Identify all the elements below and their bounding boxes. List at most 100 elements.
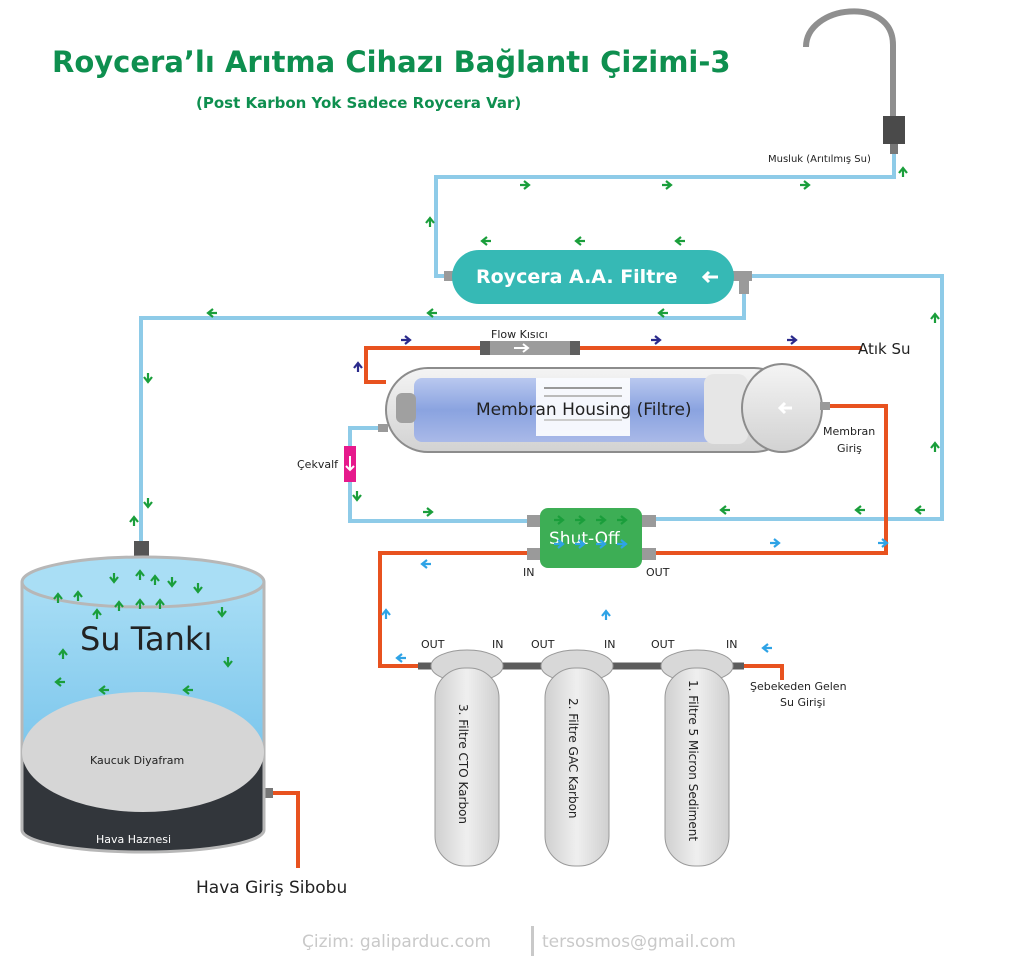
- flow-arrow-icon: [353, 361, 363, 372]
- flow-arrow-icon: [420, 559, 431, 569]
- filter-2-in-label: IN: [604, 638, 615, 651]
- flow-arrow-icon: [352, 491, 362, 502]
- footer-left: Çizim: galiparduc.com: [302, 932, 491, 952]
- filter-2-housing: [540, 649, 614, 867]
- clean-water-pipes: [139, 154, 944, 545]
- filter-3-label: 3. Filtre CTO Karbon: [456, 704, 470, 824]
- flow-arrow-icon: [114, 600, 124, 611]
- faucet-label: Musluk (Arıtılmış Su): [768, 154, 871, 165]
- shutoff-out-label: OUT: [646, 566, 670, 579]
- flow-arrow-icon: [182, 685, 193, 695]
- flow-arrow-icon: [58, 648, 68, 659]
- flow-arrow-icon: [930, 312, 940, 323]
- air-chamber-label: Hava Haznesi: [96, 833, 171, 846]
- flow-arrow-icon: [135, 598, 145, 609]
- flow-restrictor: [480, 341, 580, 355]
- flow-arrow-icon: [193, 583, 203, 594]
- check-valve: [344, 446, 356, 482]
- flow-arrow-icon: [575, 515, 586, 525]
- flow-arrow-icon: [596, 539, 607, 549]
- filter-1-in-label: IN: [726, 638, 737, 651]
- flow-arrow-icon: [480, 236, 491, 246]
- flow-arrow-icon: [520, 180, 531, 190]
- filter-2-out-label: OUT: [531, 638, 555, 651]
- flow-restrictor-label: Flow Kısıcı: [491, 328, 548, 341]
- footer-right: tersosmos@gmail.com: [542, 932, 736, 952]
- flow-arrow-icon: [73, 590, 83, 601]
- flow-arrow-icon: [135, 569, 145, 580]
- flow-arrow-icon: [787, 335, 798, 345]
- flow-arrow-icon: [674, 236, 685, 246]
- membrane-inlet-label-1: Membran: [823, 425, 875, 438]
- flow-arrow-icon: [217, 607, 227, 618]
- flow-arrow-icon: [381, 608, 391, 619]
- flow-arrow-icon: [854, 505, 865, 515]
- roycera-label: Roycera A.A. Filtre: [476, 266, 678, 288]
- flow-arrow-icon: [54, 677, 65, 687]
- air-valve-label: Hava Giriş Sibobu: [196, 878, 347, 898]
- flow-arrow-icon: [53, 592, 63, 603]
- flow-arrow-icon: [761, 643, 772, 653]
- flow-arrow-icon: [155, 598, 165, 609]
- tank-label: Su Tankı: [80, 620, 212, 658]
- flow-arrow-icon: [150, 574, 160, 585]
- mains-label-1: Şebekeden Gelen: [750, 680, 847, 693]
- diaphragm-label: Kaucuk Diyafram: [90, 754, 184, 767]
- flow-arrow-icon: [662, 180, 673, 190]
- page-subtitle: (Post Karbon Yok Sadece Roycera Var): [196, 94, 521, 112]
- flow-arrow-icon: [206, 308, 217, 318]
- membrane-label: Membran Housing (Filtre): [476, 400, 692, 420]
- flow-arrow-icon: [575, 539, 586, 549]
- footer-divider: [531, 926, 534, 956]
- check-valve-label: Çekvalf: [297, 458, 339, 471]
- flow-arrow-icon: [395, 653, 406, 663]
- flow-arrow-icon: [800, 180, 811, 190]
- flow-arrow-icon: [129, 515, 139, 526]
- flow-arrow-icon: [426, 308, 437, 318]
- shutoff-valve: [527, 508, 656, 568]
- arrow-left-icon: [701, 270, 718, 284]
- flow-arrow-icon: [601, 609, 611, 620]
- arrow-left-icon: [777, 401, 792, 415]
- flow-arrow-icon: [554, 539, 565, 549]
- flow-arrow-icon: [617, 539, 628, 549]
- membrane-housing: [378, 363, 830, 453]
- membrane-inlet-label-2: Giriş: [837, 442, 862, 455]
- raw-water-pipes: [272, 346, 888, 868]
- flow-arrow-icon: [898, 166, 908, 177]
- flow-arrows: [53, 166, 940, 695]
- flow-arrow-icon: [425, 216, 435, 227]
- roycera-filter: [444, 250, 752, 304]
- filter-1-label: 1. Filtre 5 Micron Sediment: [686, 680, 700, 841]
- filter-1-housing: [660, 649, 734, 867]
- filter-2-label: 2. Filtre GAC Karbon: [566, 698, 580, 819]
- flow-arrow-icon: [651, 335, 662, 345]
- filter-1-out-label: OUT: [651, 638, 675, 651]
- flow-arrow-icon: [770, 538, 781, 548]
- waste-water-label: Atık Su: [858, 340, 911, 358]
- flow-arrow-icon: [930, 441, 940, 452]
- flow-arrow-icon: [143, 373, 153, 384]
- flow-arrow-icon: [617, 515, 628, 525]
- filter-3-in-label: IN: [492, 638, 503, 651]
- flow-arrow-icon: [98, 685, 109, 695]
- flow-arrow-icon: [401, 335, 412, 345]
- filter-3-housing: [430, 649, 504, 867]
- flow-arrow-icon: [143, 498, 153, 509]
- flow-arrow-icon: [554, 515, 565, 525]
- page-title: Roycera’lı Arıtma Cihazı Bağlantı Çizimi…: [52, 45, 731, 79]
- flow-arrow-icon: [423, 507, 434, 517]
- filter-3-out-label: OUT: [421, 638, 445, 651]
- flow-arrow-icon: [223, 657, 233, 668]
- flow-arrow-icon: [92, 608, 102, 619]
- faucet-icon: [803, 8, 905, 154]
- water-tank: [20, 541, 273, 854]
- flow-arrow-icon: [109, 573, 119, 584]
- flow-arrow-icon: [914, 505, 925, 515]
- flow-arrow-icon: [167, 577, 177, 588]
- flow-arrow-icon: [657, 308, 668, 318]
- flow-arrow-icon: [596, 515, 607, 525]
- flow-arrow-icon: [719, 505, 730, 515]
- shutoff-in-label: IN: [523, 566, 534, 579]
- flow-arrow-icon: [878, 538, 889, 548]
